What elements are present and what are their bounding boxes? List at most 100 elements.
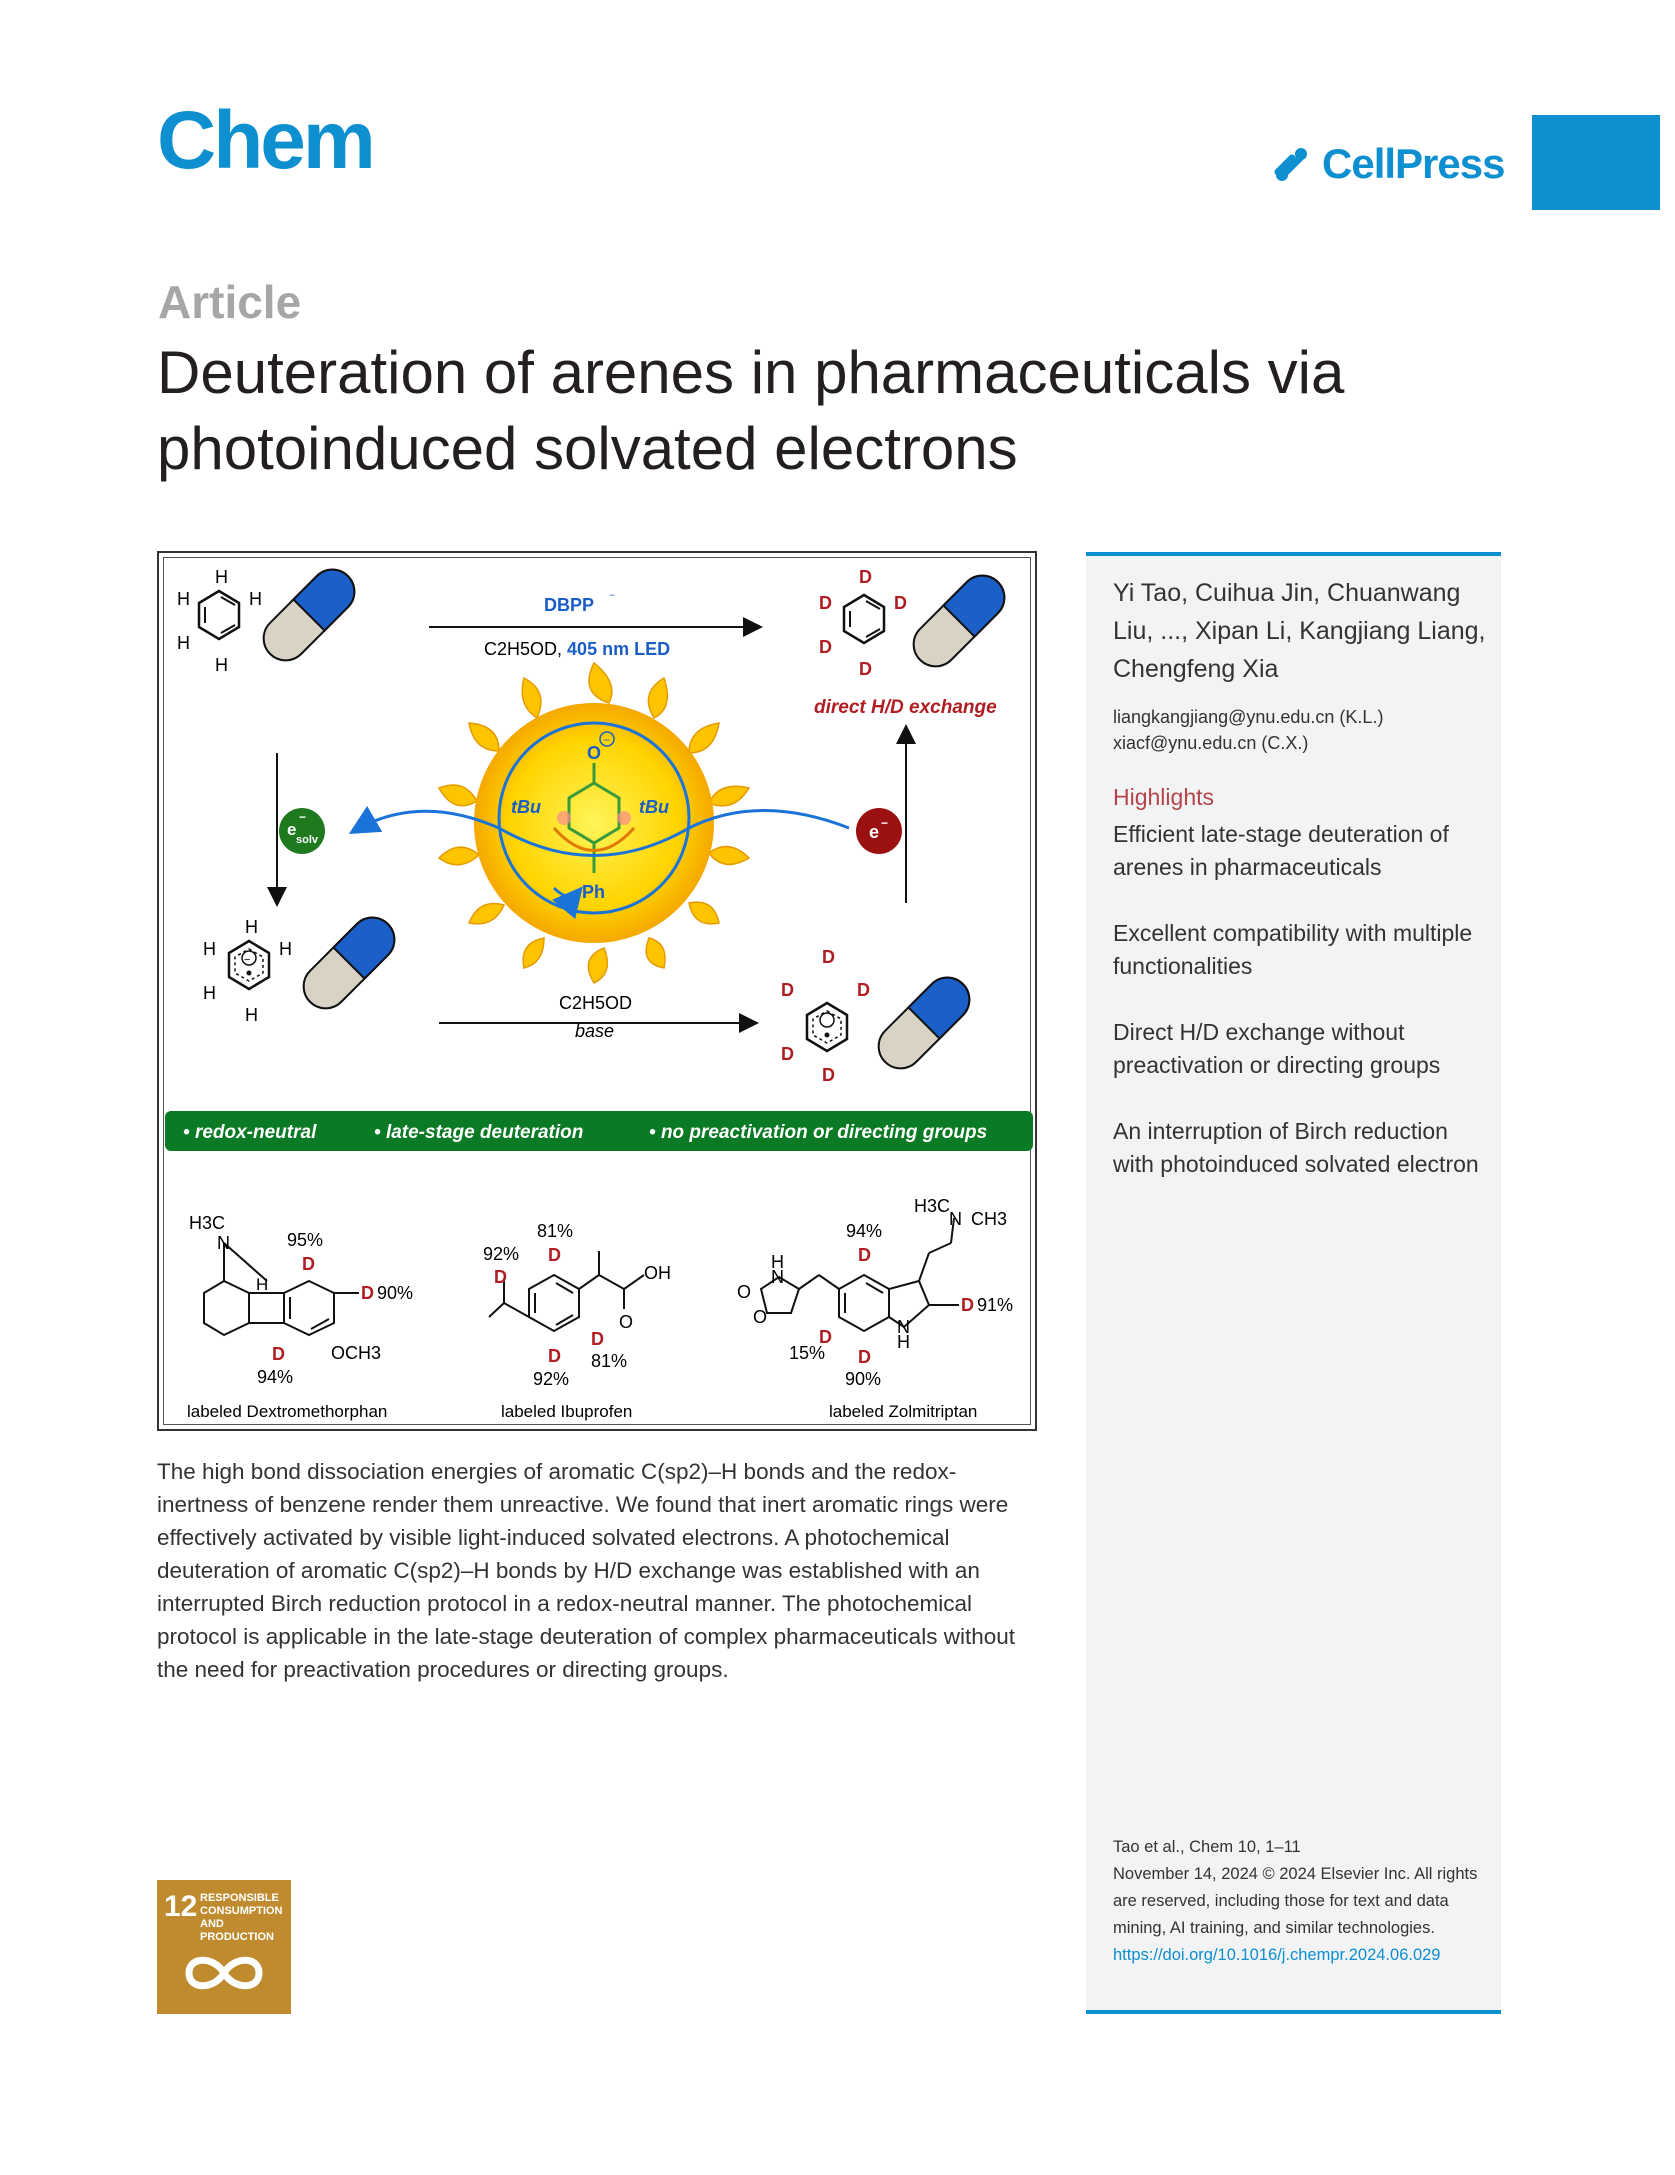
product-name: labeled Zolmitriptan [829,1402,977,1421]
svg-text:D: D [857,980,870,1000]
zolmitriptan-structure: H3C N CH3 H N O O N H D 94% D 91% D 15% … [737,1196,1013,1421]
email-link[interactable]: liangkangjiang@ynu.edu.cn (K.L.) [1113,707,1384,727]
highlights-list: Efficient late-stage deuteration of aren… [1113,818,1493,1214]
journal-logo: Chem [157,95,376,186]
svg-text:94%: 94% [846,1221,882,1241]
svg-text:−: − [299,810,306,824]
svg-text:D: D [819,593,832,613]
svg-text:D: D [894,593,907,613]
svg-text:N: N [949,1209,962,1229]
svg-text:D: D [302,1254,315,1274]
svg-text:D: D [822,1065,835,1085]
svg-text:solv: solv [296,834,319,846]
svg-text:H: H [203,939,216,959]
highlight-item: Excellent compatibility with multiple fu… [1113,920,1473,979]
svg-text:D: D [858,1347,871,1367]
cellpress-logo: CellPress [1270,140,1505,188]
svg-text:e: e [287,820,296,839]
reaction2-base: base [575,1021,614,1041]
svg-text:N: N [771,1267,784,1287]
highlight-item: An interruption of Birch reduction with … [1113,1118,1479,1177]
cellpress-text: CellPress [1322,140,1505,187]
svg-text:81%: 81% [537,1221,573,1241]
electron-badge: e − [856,808,902,854]
svg-text:D: D [819,637,832,657]
svg-text:90%: 90% [845,1369,881,1389]
header-blue-tab [1532,115,1660,210]
graphical-abstract-svg: H H H H H DBPP ⁻ C2H5OD, 405 nm LED D D … [165,567,1033,1421]
radical-anion-left: − H H H H H [203,917,292,1025]
ph-label: Ph [582,882,605,902]
svg-text:O: O [737,1282,751,1302]
pill-icon [262,568,356,662]
sdg-badge: 12 RESPONSIBLE CONSUMPTION AND PRODUCTIO… [157,1880,291,2014]
svg-text:91%: 91% [977,1295,1013,1315]
solvent-label: C2H5OD, 405 nm LED [484,639,670,659]
highlight-item: Direct H/D exchange without preactivatio… [1113,1019,1441,1078]
benzene-top-right: D D D D D [819,567,907,679]
solvated-electron-badge: e solv − [279,808,325,854]
highlights-heading: Highlights [1113,784,1214,810]
feature-item: • late-stage deuteration [374,1122,583,1143]
svg-text:H: H [771,1252,784,1272]
svg-text:D: D [819,1327,832,1347]
reaction2-reagent: C2H5OD [559,993,632,1013]
product-name: labeled Dextromethorphan [187,1402,387,1421]
svg-text:H: H [256,1275,268,1294]
svg-text:H: H [203,983,216,1003]
svg-text:D: D [361,1283,374,1303]
svg-text:e: e [869,822,879,842]
svg-text:95%: 95% [287,1230,323,1250]
svg-text:D: D [859,567,872,587]
dbpp-label: DBPP [544,595,594,615]
article-title: Deuteration of arenes in pharmaceuticals… [157,339,1345,482]
svg-text:N: N [897,1317,910,1337]
svg-text:D: D [961,1295,974,1315]
svg-text:H: H [279,939,292,959]
h-label: H [177,633,190,653]
svg-text:81%: 81% [591,1351,627,1371]
svg-text:D: D [548,1245,561,1265]
svg-text:D: D [494,1267,507,1287]
sdg-number: 12 [164,1890,198,1923]
svg-text:N: N [217,1233,230,1253]
svg-text:90%: 90% [377,1283,413,1303]
pill-icon [302,916,396,1010]
benzene-top-left: H H H H H [177,567,262,675]
cellpress-icon [1274,148,1307,181]
svg-text:D: D [548,1346,561,1366]
highlight-item: Efficient late-stage deuteration of aren… [1113,821,1449,880]
email-link[interactable]: xiacf@ynu.edu.cn (C.X.) [1113,733,1309,753]
citation-line: Tao et al., Chem 10, 1–11 [1113,1838,1301,1856]
radical-anion-right: D D D D D [781,947,870,1085]
feature-item: • no preactivation or directing groups [649,1122,987,1143]
svg-text:OH: OH [644,1263,671,1283]
sun-photocatalyst: O − tBu tBu Ph [437,661,751,984]
svg-text:D: D [591,1329,604,1349]
h-label: H [249,589,262,609]
graphical-abstract: H H H H H DBPP ⁻ C2H5OD, 405 nm LED D D … [157,551,1037,1431]
tbu-left-label: tBu [511,797,541,817]
pill-icon [877,976,971,1070]
svg-text:94%: 94% [257,1367,293,1387]
svg-text:⁻: ⁻ [609,590,615,604]
svg-text:D: D [781,1044,794,1064]
feature-item: • redox-neutral [183,1122,317,1143]
svg-text:D: D [859,659,872,679]
contact-emails: liangkangjiang@ynu.edu.cn (K.L.) xiacf@y… [1113,704,1383,756]
svg-text:D: D [858,1245,871,1265]
svg-text:H: H [245,1005,258,1025]
copyright-line: November 14, 2024 © 2024 Elsevier Inc. A… [1113,1865,1478,1937]
svg-text:H3C: H3C [914,1196,950,1216]
svg-text:CH3: CH3 [971,1209,1007,1229]
svg-text:O: O [753,1307,767,1327]
h-label: H [215,655,228,675]
svg-text:O: O [619,1312,633,1332]
product-name: labeled Ibuprofen [501,1402,632,1421]
svg-text:92%: 92% [533,1369,569,1389]
svg-text:15%: 15% [789,1343,825,1363]
svg-text:92%: 92% [483,1244,519,1264]
infinity-icon [185,1956,263,1990]
h-label: H [215,567,228,587]
doi-link[interactable]: https://doi.org/10.1016/j.chempr.2024.06… [1113,1946,1441,1964]
